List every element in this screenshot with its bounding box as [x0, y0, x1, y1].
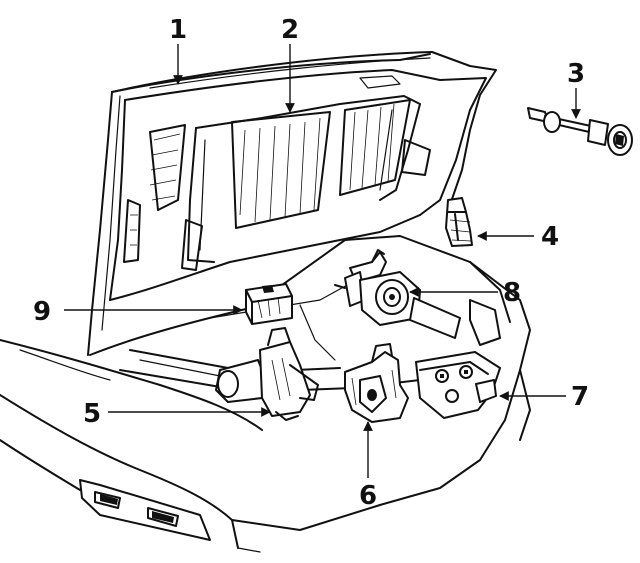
callout-1: 1	[169, 15, 187, 45]
striker-plate	[415, 351, 501, 419]
callout-8: 8	[503, 278, 521, 308]
callout-2: 2	[281, 15, 299, 45]
lock-cylinder	[527, 107, 633, 156]
callout-6: 6	[359, 481, 377, 511]
trunk-lid	[87, 51, 497, 356]
pulldown-motor	[334, 249, 461, 339]
callout-5: 5	[83, 399, 101, 429]
callout-4: 4	[541, 222, 559, 252]
relay-box	[245, 283, 293, 325]
callout-3: 3	[567, 59, 585, 89]
leader-lines	[64, 44, 581, 478]
clip-bracket	[445, 197, 473, 247]
callout-9: 9	[33, 297, 51, 327]
latch-actuator	[215, 327, 319, 421]
trunk-latch	[344, 343, 409, 423]
callout-7: 7	[571, 382, 589, 412]
callout-labels: 1 2 3 4 5 6 7 8 9	[33, 15, 589, 511]
